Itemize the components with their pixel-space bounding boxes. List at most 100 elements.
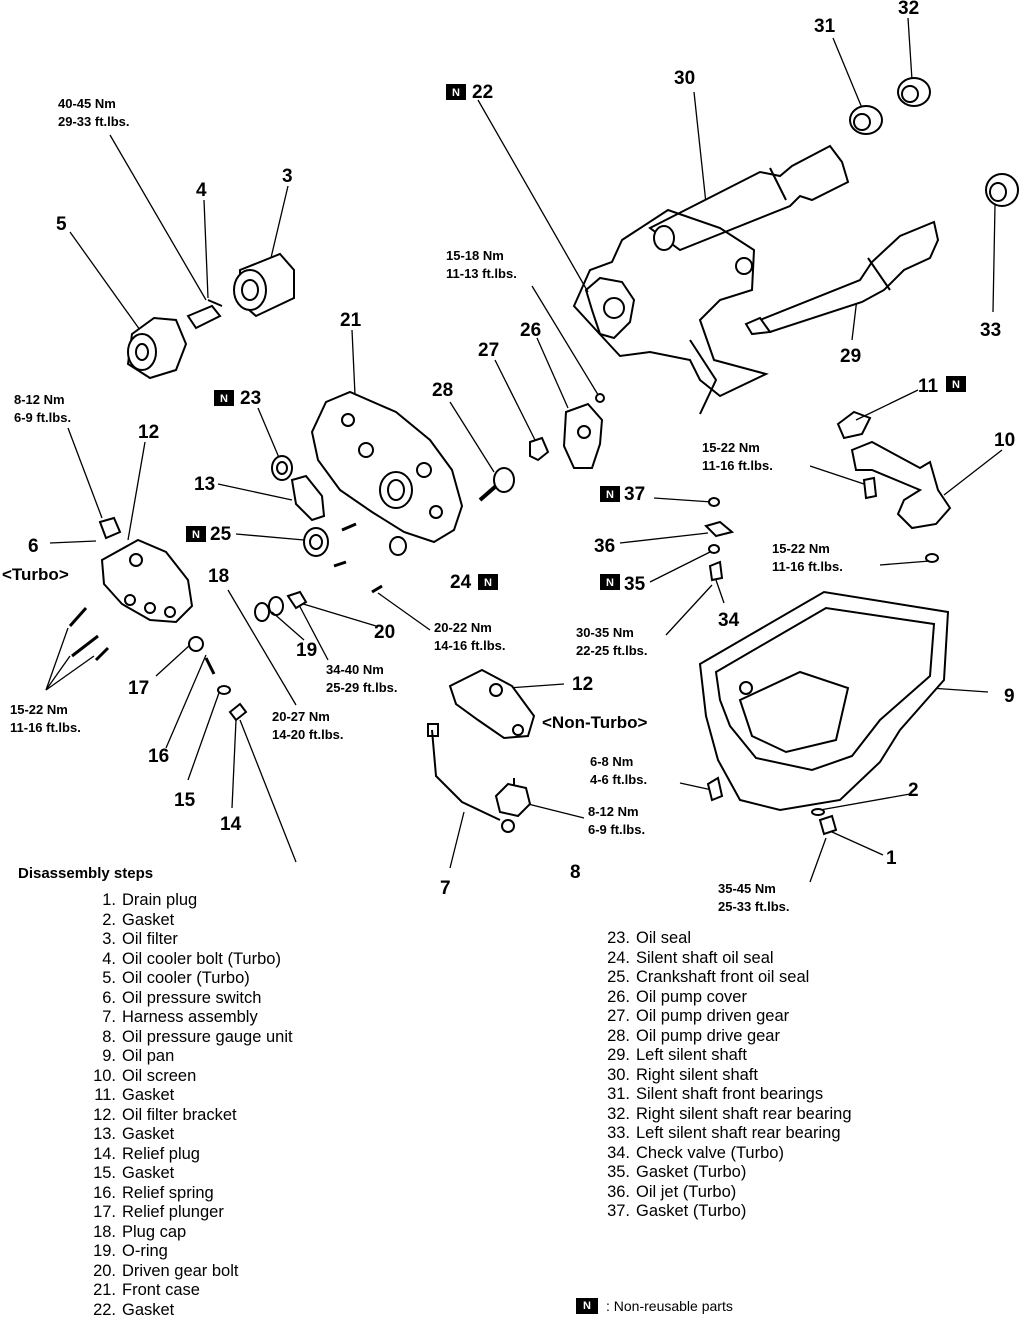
- svg-text:N: N: [484, 577, 492, 589]
- n-mark-24: N: [478, 574, 498, 590]
- step-item: 27.Oil pump driven gear: [607, 1007, 790, 1025]
- callout-11: 11: [918, 376, 939, 397]
- svg-text:N: N: [220, 393, 228, 405]
- callout-16: 16: [148, 746, 169, 767]
- step-item: 15.Gasket: [93, 1164, 175, 1182]
- svg-text:N: N: [606, 489, 614, 501]
- callout-1: 1: [886, 848, 897, 869]
- callout-27: 27: [478, 340, 499, 361]
- harness-assembly: [427, 723, 515, 833]
- svg-text:N: N: [452, 87, 460, 99]
- relief-valve-parts: [188, 636, 248, 722]
- step-item: 37.Gasket (Turbo): [607, 1202, 747, 1220]
- silent-shaft-seal: [389, 536, 407, 556]
- steps-list-left: 1.Drain plug 2.Gasket 3.Oil filter 4.Oil…: [76, 891, 293, 1320]
- callout-17: 17: [128, 678, 149, 699]
- torque-pump-cover: 15-18 Nm 11-13 ft.lbs.: [446, 248, 517, 281]
- callout-3: 3: [282, 166, 293, 187]
- callout-15: 15: [174, 790, 196, 811]
- step-item: 13.Gasket: [93, 1125, 175, 1143]
- step-item: 2.Gasket: [102, 910, 175, 929]
- step-item: 1.Drain plug: [102, 891, 198, 909]
- step-item: 6.Oil pressure switch: [102, 988, 262, 1007]
- callout-22: 22: [472, 82, 493, 103]
- n-mark-35: N: [600, 574, 620, 590]
- callout-numbers: 1 2 3 4 5 6 7 8 9 10 11 12 12 13 14 15 1…: [28, 0, 1015, 899]
- n-mark-25: N: [186, 526, 206, 542]
- callout-8: 8: [570, 862, 581, 883]
- front-gasket-block: [572, 208, 769, 415]
- misc-bolts: [706, 476, 939, 836]
- step-item: 3.Oil filter: [102, 930, 178, 948]
- right-silent-shaft: [648, 144, 850, 252]
- oil-pump-drive-gear: [478, 467, 515, 502]
- oil-cooler-bolt: [186, 299, 223, 330]
- step-item: 29.Left silent shaft: [607, 1046, 747, 1064]
- torque-front-case: 20-22 Nm 14-16 ft.lbs.: [434, 620, 506, 653]
- callout-28: 28: [432, 380, 453, 401]
- step-item: 12.Oil filter bracket: [93, 1105, 237, 1124]
- front-case: [310, 390, 464, 544]
- step-item: 18.Plug cap: [93, 1222, 187, 1241]
- step-item: 26.Oil pump cover: [607, 987, 747, 1006]
- n-mark-11: N: [946, 376, 966, 392]
- step-item: 25.Crankshaft front oil seal: [607, 968, 810, 986]
- step-item: 24.Silent shaft oil seal: [607, 948, 774, 967]
- step-item: 10.Oil screen: [93, 1066, 197, 1085]
- steps-list-right: 23.Oil seal 24.Silent shaft oil seal 25.…: [592, 929, 851, 1222]
- callout-12-turbo: 12: [138, 422, 159, 443]
- turbo-label: <Turbo>: [2, 565, 69, 584]
- step-item: 36.Oil jet (Turbo): [607, 1182, 737, 1201]
- step-item: 20.Driven gear bolt: [93, 1261, 239, 1280]
- callout-32: 32: [898, 0, 919, 19]
- step-item: 14.Relief plug: [93, 1144, 200, 1163]
- oil-pressure-switch: [98, 516, 122, 540]
- torque-oil-screen: 15-22 Nm 11-16 ft.lbs.: [702, 440, 773, 473]
- n-mark-22: N: [446, 84, 466, 100]
- step-item: 17.Relief plunger: [93, 1203, 224, 1221]
- step-item: 19.O-ring: [93, 1242, 168, 1260]
- bracket-gasket: [290, 474, 326, 522]
- callout-34: 34: [718, 610, 740, 631]
- check-valve: [708, 560, 724, 582]
- callout-7: 7: [440, 878, 451, 899]
- callout-29: 29: [840, 346, 861, 367]
- step-item: 28.Oil pump drive gear: [607, 1026, 780, 1045]
- step-item: 35.Gasket (Turbo): [607, 1163, 747, 1181]
- step-item: 16.Relief spring: [93, 1183, 214, 1202]
- callout-30: 30: [674, 68, 695, 89]
- callout-24: 24: [450, 572, 472, 593]
- torque-specs: 40-45 Nm 29-33 ft.lbs. 15-18 Nm 11-13 ft…: [10, 96, 843, 914]
- legend-text: : Non-reusable parts: [606, 1298, 733, 1314]
- torque-drain-plug: 35-45 Nm 25-33 ft.lbs.: [718, 881, 790, 914]
- callout-2: 2: [908, 780, 919, 801]
- step-item: 9.Oil pan: [102, 1047, 175, 1065]
- callout-18: 18: [208, 566, 229, 587]
- oil-pan: [698, 590, 950, 812]
- callout-26: 26: [520, 320, 541, 341]
- step-item: 5.Oil cooler (Turbo): [102, 969, 250, 987]
- torque-check-valve: 30-35 Nm 22-25 ft.lbs.: [576, 625, 648, 658]
- oil-cooler: [126, 316, 188, 380]
- callout-6: 6: [28, 536, 39, 557]
- plug-cap-oring: [254, 596, 284, 622]
- step-item: 31.Silent shaft front bearings: [607, 1085, 824, 1103]
- non-reusable-mark-icon: N: [576, 1298, 598, 1314]
- callout-5: 5: [56, 214, 67, 235]
- torque-plug-cap: 20-27 Nm 14-20 ft.lbs.: [272, 709, 344, 742]
- torque-bracket-bolts: 15-22 Nm 11-16 ft.lbs.: [10, 702, 81, 735]
- rear-bearing-32: [897, 77, 931, 107]
- step-item: 4.Oil cooler bolt (Turbo): [102, 949, 281, 968]
- rear-bearing-33: [985, 173, 1019, 207]
- step-item: 23.Oil seal: [607, 929, 692, 947]
- non-reusable-marks: N N N N N N N: [186, 84, 966, 590]
- callout-14: 14: [220, 814, 242, 835]
- oil-pump-driven-gear: [529, 436, 550, 462]
- torque-pressure-switch: 8-12 Nm 6-9 ft.lbs.: [14, 392, 71, 425]
- step-item: 8.Oil pressure gauge unit: [102, 1027, 293, 1046]
- callout-20: 20: [374, 622, 395, 643]
- torque-oil-cooler-bolt: 40-45 Nm 29-33 ft.lbs.: [58, 96, 130, 129]
- n-mark-23: N: [214, 390, 234, 406]
- parts: [68, 77, 1019, 836]
